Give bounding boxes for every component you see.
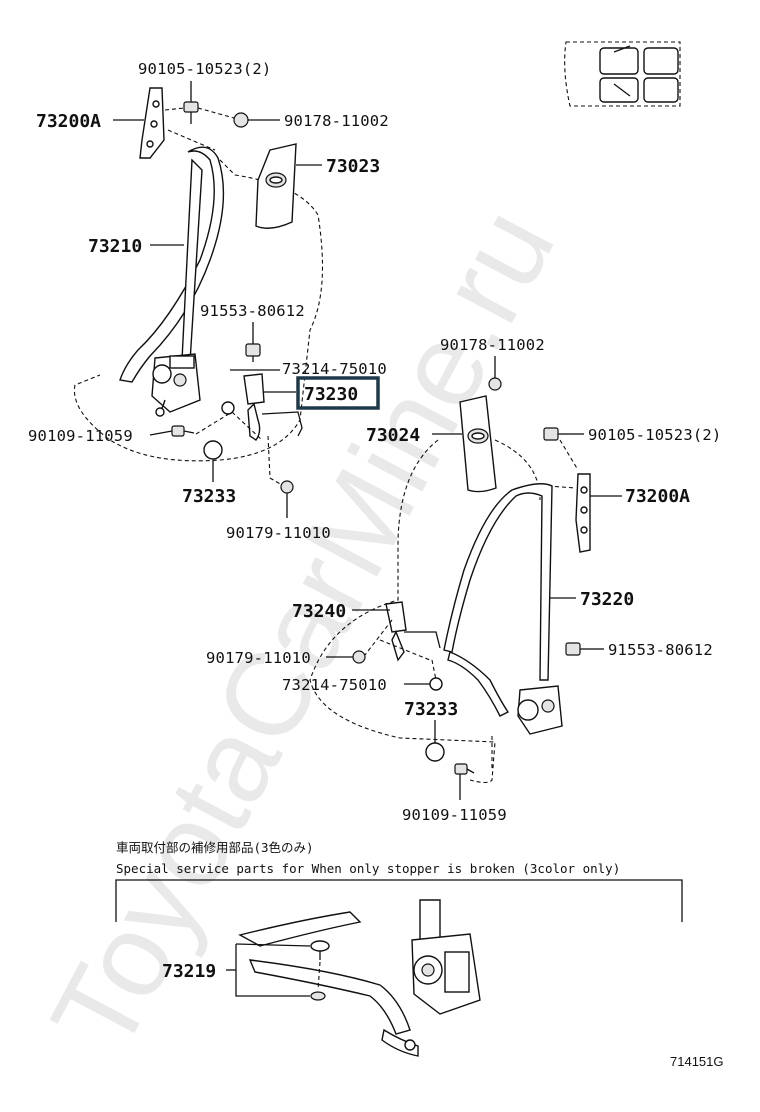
adjuster-right — [575, 473, 591, 553]
label-right-stopper[interactable]: 73233 — [404, 699, 458, 720]
belt-right — [443, 483, 553, 681]
label-right-buckle[interactable]: 73240 — [292, 601, 346, 622]
adjuster-left — [139, 87, 165, 159]
left-seat-assembly — [73, 87, 324, 494]
label-right-belt[interactable]: 73220 — [580, 589, 634, 610]
right-seat-assembly — [309, 377, 591, 784]
bolt-buckle-right — [429, 677, 443, 691]
nut-top-right — [488, 377, 502, 391]
label-left-cover[interactable]: 73023 — [326, 156, 380, 177]
label-left-belt[interactable]: 73210 — [88, 236, 142, 257]
label-left-buckle[interactable]: 73230 — [304, 384, 358, 405]
retractor-left — [151, 353, 201, 413]
belt-left — [119, 146, 225, 383]
label-right-bolt-low[interactable]: 90109-11059 — [402, 806, 507, 824]
bolt-top-left — [183, 101, 199, 124]
note-japanese: 車両取付部の補修用部品(3色のみ) — [116, 840, 314, 855]
note-english: Special service parts for When only stop… — [116, 861, 620, 876]
label-left-adjuster[interactable]: 73200A — [36, 111, 101, 132]
buckle-left — [221, 373, 303, 441]
label-left-stopper[interactable]: 73233 — [182, 486, 236, 507]
retractor-detail — [411, 933, 481, 1015]
label-left-nut-top[interactable]: 90178-11002 — [284, 112, 389, 130]
cover-left — [255, 143, 297, 229]
label-left-bolt-low[interactable]: 90109-11059 — [28, 427, 133, 445]
service-detail-box — [115, 879, 683, 1057]
cover-right — [459, 395, 497, 493]
retractor-right — [517, 685, 563, 735]
label-right-bolt-buckle[interactable]: 73214-75010 — [282, 676, 387, 694]
bolt-mid-left — [245, 343, 261, 362]
nut-low-left — [280, 480, 294, 494]
bolt-low-left — [171, 425, 195, 437]
label-right-cover[interactable]: 73024 — [366, 425, 420, 446]
stopper-left — [203, 440, 223, 460]
label-service-part[interactable]: 73219 — [162, 961, 216, 982]
label-right-adjuster[interactable]: 73200A — [625, 486, 690, 507]
label-right-bolt-mid[interactable]: 91553-80612 — [608, 641, 713, 659]
label-left-bolt-mid[interactable]: 91553-80612 — [200, 302, 305, 320]
nut-top-left — [233, 112, 249, 128]
label-right-nut-top[interactable]: 90178-11002 — [440, 336, 545, 354]
label-left-bolt-buckle[interactable]: 73214-75010 — [282, 360, 387, 378]
label-left-nut-low[interactable]: 90179-11010 — [226, 524, 331, 542]
buckle-right — [385, 601, 441, 662]
labels: 90105-10523(2) 73200A 90178-11002 73023 … — [28, 60, 724, 1069]
label-left-anchor-bolt[interactable]: 90105-10523(2) — [138, 60, 271, 78]
vehicle-location-thumbnail — [564, 41, 681, 107]
watermark: ToyotaCarMine.ru — [26, 188, 580, 1072]
bolt-mid-right — [565, 642, 590, 656]
diagram-reference-code: 714151G — [670, 1054, 724, 1069]
nut-buckle-right — [352, 650, 366, 664]
stopper-right — [425, 742, 445, 762]
leader-lines — [113, 81, 622, 971]
stopper-detail — [310, 940, 330, 1001]
highlight-73230 — [296, 376, 380, 410]
bolt-low-right — [454, 763, 475, 775]
bolt-top-right — [543, 427, 568, 441]
label-right-nut-buckle[interactable]: 90179-11010 — [206, 649, 311, 667]
label-right-anchor-bolt[interactable]: 90105-10523(2) — [588, 426, 721, 444]
